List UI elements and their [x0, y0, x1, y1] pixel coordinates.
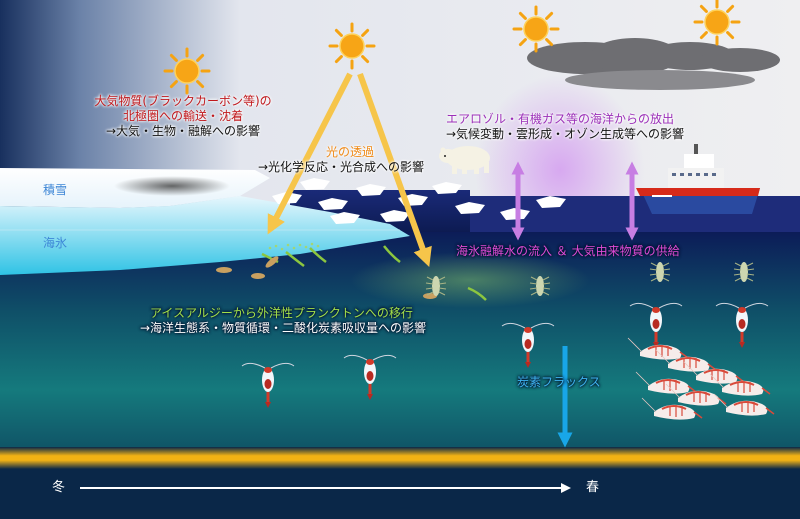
diatom-icon	[216, 256, 437, 299]
sediment-band	[0, 447, 800, 469]
aerosol-deposition-line1: 大気物質(ブラックカーボン等)の	[94, 94, 272, 108]
air-sea-exchange-arrows	[511, 161, 639, 241]
algae-transition-line1: アイスアルジーから外洋性プランクトンへの移行	[150, 306, 413, 320]
light-penetration-line1: 光の透過	[326, 145, 375, 159]
aerosol-deposition-label: 大気物質(ブラックカーボン等)の 北極圏への輸送・沈着 →大気・生物・融解への影…	[70, 94, 296, 139]
meltwater-supply-label: 海氷融解水の流入 ＆ 大気由来物質の供給	[456, 244, 680, 258]
season-start-label: 冬	[52, 480, 66, 495]
cloud-icon	[527, 38, 780, 90]
ocean-emission-label: エアロゾル・有機ガス等の海洋からの放出 →気候変動・雲形成・オゾン生成等への影響	[446, 112, 684, 142]
season-end-label: 春	[586, 480, 600, 495]
snow-label: 積雪	[43, 183, 68, 197]
light-penetration-label: 光の透過 →光化学反応・光合成への影響	[258, 145, 424, 175]
black-carbon-deposit	[114, 176, 230, 196]
sea-ice-slab	[0, 196, 410, 275]
algae-transition-line2: →海洋生態系・物質循環・二酸化炭素吸収量への影響	[140, 321, 427, 335]
polar-bear-icon	[439, 146, 490, 174]
algae-transition-label: アイスアルジーから外洋性プランクトンへの移行 →海洋生態系・物質循環・二酸化炭素…	[140, 306, 426, 336]
icebreaker-ship-icon	[636, 144, 760, 214]
ocean-emission-line2: →気候変動・雲形成・オゾン生成等への影響	[446, 127, 685, 141]
light-penetration-arrows	[267, 72, 432, 268]
sea-ice-label: 海氷	[43, 236, 68, 250]
aerosol-deposition-line3: →大気・生物・融解への影響	[105, 124, 261, 138]
carbon-flux-label: 炭素フラックス	[517, 375, 601, 389]
plankton-bloom-glow	[350, 252, 590, 308]
ocean-emission-line1: エアロゾル・有機ガス等の海洋からの放出	[446, 112, 675, 126]
aerosol-deposition-line2: 北極圏への輸送・沈着	[122, 109, 243, 123]
light-penetration-line2: →光化学反応・光合成への影響	[258, 160, 425, 174]
